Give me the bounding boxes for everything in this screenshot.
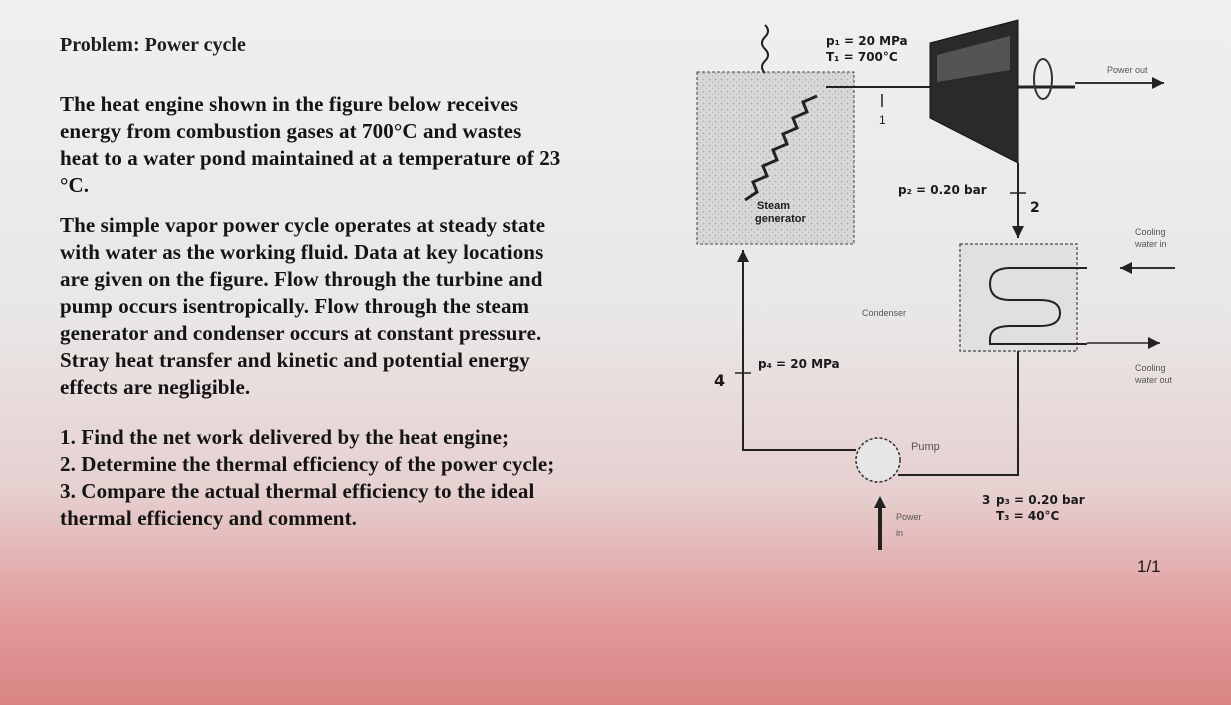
paragraph2-line: are given on the figure. Flow through th… xyxy=(60,267,543,291)
state1-pressure: p₁ = 20 MPa xyxy=(826,34,908,48)
power-in-label: Power xyxy=(896,512,922,522)
coupling-icon xyxy=(1033,58,1053,100)
paragraph1-line: The heat engine shown in the figure belo… xyxy=(60,92,519,116)
condenser-label: Condenser xyxy=(862,308,906,318)
cooling-out-label: water out xyxy=(1134,375,1173,385)
condenser xyxy=(959,243,1078,352)
steam-generator-label: generator xyxy=(755,213,806,225)
state3-pressure: p₃ = 0.20 bar xyxy=(996,493,1085,507)
pump xyxy=(855,437,901,483)
cooling-in-label: Cooling xyxy=(1135,227,1166,237)
cooling-out-label: Cooling xyxy=(1135,363,1166,373)
state3-number: 3 xyxy=(982,493,990,507)
cooling-in-label: water in xyxy=(1134,239,1167,249)
pipe-state-3 xyxy=(898,351,1019,476)
state4-number: 4 xyxy=(714,371,725,390)
page-number: 1/1 xyxy=(1137,557,1161,576)
paragraph2-line: The simple vapor power cycle operates at… xyxy=(60,213,546,237)
combustion-gas-wavy-icon xyxy=(761,24,769,74)
question-line: thermal efficiency and comment. xyxy=(60,506,358,530)
paragraph1-line: heat to a water pond maintained at a tem… xyxy=(60,146,561,170)
paragraph2-line: generator and condenser occurs at consta… xyxy=(60,321,542,345)
paragraph1-line: °C. xyxy=(60,173,90,197)
power-out-label: Power out xyxy=(1107,65,1148,75)
steam-generator-label: Steam xyxy=(757,200,790,212)
power-in-label: in xyxy=(896,528,903,538)
condenser-coil-icon xyxy=(988,267,1087,345)
pump-label: Pump xyxy=(911,441,940,453)
paragraph1-line: energy from combustion gases at 700°C an… xyxy=(60,119,522,143)
paragraph2-line: with water as the working fluid. Data at… xyxy=(60,240,544,264)
paragraph2-line: pump occurs isentropically. Flow through… xyxy=(60,294,530,318)
state2-pressure: p₂ = 0.20 bar xyxy=(898,183,987,197)
state2-number: 2 xyxy=(1030,200,1040,216)
question-line: 2. Determine the thermal efficiency of t… xyxy=(60,452,555,476)
paragraph2-line: effects are negligible. xyxy=(60,375,251,399)
state4-pressure: p₄ = 20 MPa xyxy=(758,357,840,371)
question-line: 1. Find the net work delivered by the he… xyxy=(60,425,510,449)
pipe-state-4 xyxy=(737,250,856,451)
problem-title: Problem: Power cycle xyxy=(60,34,246,56)
state3-temperature: T₃ = 40°C xyxy=(996,509,1060,523)
paragraph2-line: Stray heat transfer and kinetic and pote… xyxy=(60,348,530,372)
state1-number: 1 xyxy=(879,113,886,127)
question-line: 3. Compare the actual thermal efficiency… xyxy=(60,479,535,503)
heating-coil-icon xyxy=(744,94,818,202)
state1-temperature: T₁ = 700°C xyxy=(826,50,898,64)
